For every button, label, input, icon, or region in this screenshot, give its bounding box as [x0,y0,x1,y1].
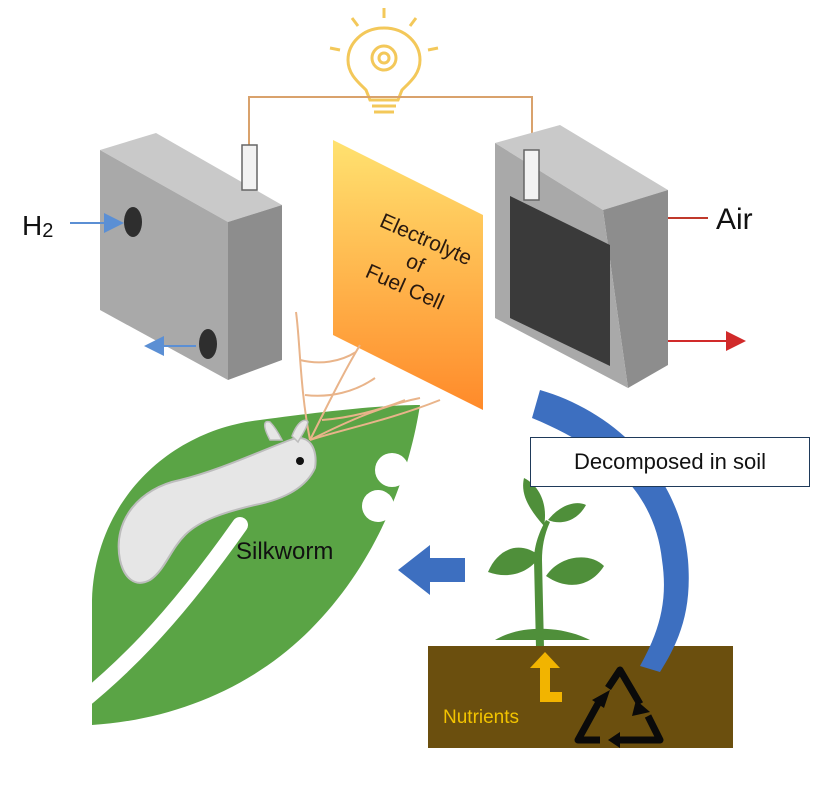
hydrogen-label-subscript: 2 [42,220,54,242]
air-label: Air [716,203,753,236]
silkworm [117,419,317,584]
hydrogen-label-text: H [22,210,43,241]
decomposed-label-box: Decomposed in soil [530,437,810,487]
cathode-plate [495,125,668,388]
decomposed-label: Decomposed in soil [574,449,766,474]
electrolyte-membrane [333,140,483,410]
recycle-icon [574,666,664,748]
wire [248,96,533,150]
decomposition-arrow [532,390,689,672]
mulberry-leaf [22,405,420,748]
light-bulb-icon [329,8,439,114]
anode-plate [100,133,282,380]
hydrogen-label: H2 [22,210,53,243]
nutrient-to-leaf-arrow [398,545,465,595]
silk-web [295,311,441,441]
nutrients-label: Nutrients [443,707,520,728]
silkworm-label: Silkworm [236,538,334,565]
plant-icon [488,478,604,648]
nutrient-arrow-icon [530,652,562,702]
